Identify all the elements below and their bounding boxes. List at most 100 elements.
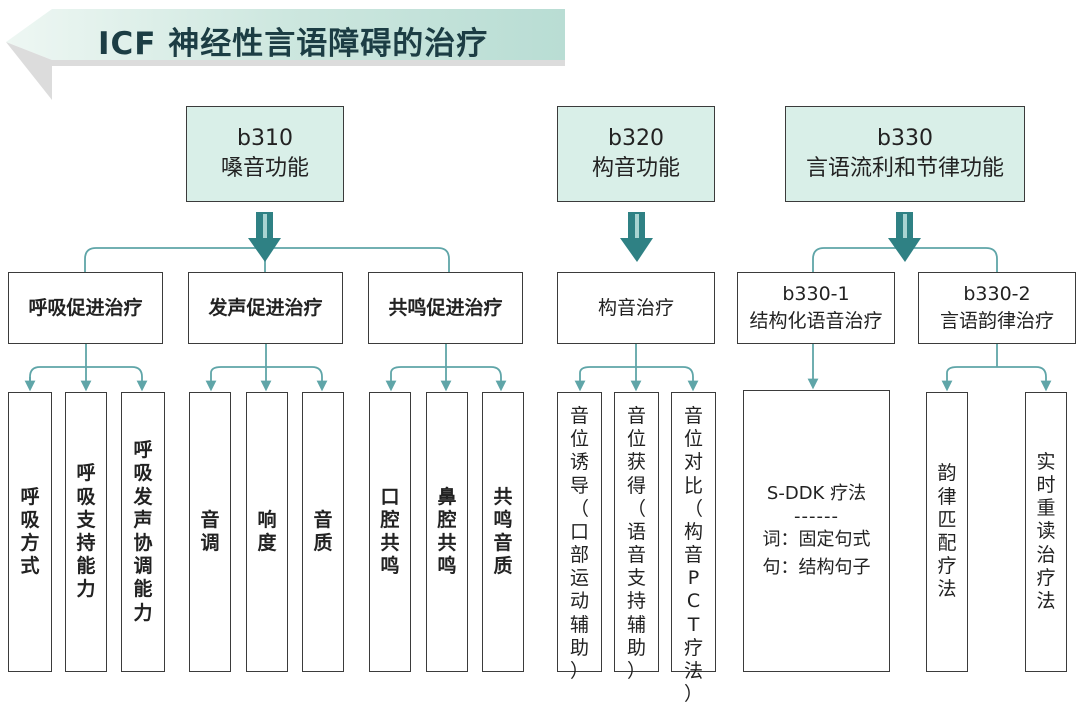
leaf-phoneme-induction: 音位诱导（口部运动辅助） — [557, 392, 602, 682]
leaf-label: 口腔共鸣 — [380, 486, 399, 579]
leaf-char: 声 — [133, 508, 153, 531]
node-b320-label: 构音功能 — [591, 156, 680, 181]
leaf-char: C — [686, 590, 701, 613]
leaf-char: 共 — [493, 485, 513, 508]
leaf-char: 腔 — [380, 508, 400, 531]
leaf-char: 鸣 — [493, 508, 513, 531]
leaf-char: 部 — [569, 544, 589, 567]
leaf-char: 得 — [626, 474, 646, 497]
leaf-char: 位 — [626, 428, 646, 451]
leaf-char: 鸣 — [437, 555, 457, 578]
leaf-char: 鼻 — [437, 485, 457, 508]
sddk-line1: 词：固定句式 — [762, 529, 871, 551]
leaf-label: 共鸣音质 — [493, 486, 512, 579]
leaf-char: 度 — [257, 532, 277, 554]
node-b310-label: 嗓音功能 — [220, 156, 309, 181]
leaf-label: 音位诱导（口部运动辅助） — [570, 405, 589, 683]
leaf-label: 呼吸支持能力 — [76, 462, 95, 601]
leaf-rhythm-matching: 韵律匹配疗法 — [926, 392, 968, 672]
leaf-char: 对 — [683, 451, 703, 474]
title-banner: ICF 神经性言语障碍的治疗 — [0, 0, 580, 105]
leaf-char: 辅 — [626, 613, 646, 636]
leaf-char: 支 — [76, 508, 96, 531]
leaf-char: 音 — [683, 544, 703, 567]
leaf-char: ） — [569, 659, 589, 682]
node-b330-2: b330-2 言语韵律治疗 — [918, 272, 1076, 344]
leaf-char: 音 — [493, 532, 513, 554]
leaf-char: 腔 — [437, 508, 457, 531]
node-b330-label: 言语流利和节律功能 — [805, 156, 1004, 181]
leaf-char: 响 — [257, 508, 277, 531]
leaf-char: 音 — [683, 405, 703, 427]
leaf-char: 语 — [626, 520, 646, 543]
leaf-char: 调 — [200, 532, 220, 554]
leaf-char: 持 — [626, 590, 646, 613]
leaf-char: 力 — [76, 578, 96, 601]
leaf-resonance-quality: 共鸣音质 — [482, 392, 524, 672]
leaf-char: 律 — [937, 485, 957, 508]
node-breathing-therapy: 呼吸促进治疗 — [8, 272, 163, 344]
leaf-char: 获 — [626, 451, 646, 474]
leaf-char: 疗 — [1036, 566, 1056, 589]
leaf-char: 运 — [569, 567, 589, 590]
sddk-title: S-DDK 疗法 — [766, 483, 867, 505]
down-arrow-b320 — [620, 212, 653, 262]
leaf-char: 共 — [380, 532, 400, 554]
leaf-char: 时 — [1036, 474, 1056, 497]
banner-shape — [6, 9, 565, 100]
node-phonation-therapy: 发声促进治疗 — [188, 272, 343, 344]
connector-lines — [24, 212, 1052, 392]
leaf-char: （ — [683, 497, 703, 520]
node-resonance-therapy: 共鸣促进治疗 — [368, 272, 523, 344]
node-b320-code: b320 — [608, 126, 664, 152]
sddk-line2: 句：结构句子 — [762, 556, 871, 578]
leaf-char: 重 — [1036, 497, 1056, 520]
leaf-char: 实 — [1036, 450, 1056, 473]
leaf-oral-resonance: 口腔共鸣 — [369, 392, 411, 672]
leaf-label: 实时重读治疗法 — [1036, 451, 1055, 613]
node-b330: b330 言语流利和节律功能 — [785, 106, 1025, 202]
leaf-char: 力 — [133, 601, 153, 624]
leaf-breath-phonation-coordination: 呼吸发声协调能力 — [121, 392, 165, 672]
leaf-breath-support: 呼吸支持能力 — [65, 392, 107, 672]
node-b330-1: b330-1 结构化语音治疗 — [737, 272, 895, 344]
leaf-char: 鸣 — [380, 555, 400, 578]
leaf-char: 能 — [76, 555, 96, 578]
leaf-char: 呼 — [133, 439, 153, 462]
down-arrow-b330 — [888, 212, 921, 262]
leaf-label: 音位获得（语音支持辅助） — [627, 405, 646, 683]
leaf-char: 法 — [937, 578, 957, 601]
leaf-nasal-resonance: 鼻腔共鸣 — [426, 392, 468, 672]
leaf-char: 动 — [569, 590, 589, 613]
leaf-char: 治 — [1036, 543, 1056, 566]
leaf-char: T — [687, 613, 700, 636]
leaf-char: 音 — [569, 405, 589, 427]
node-articulation-therapy: 构音治疗 — [557, 272, 715, 344]
leaf-char: 调 — [133, 555, 153, 578]
node-b320: b320 构音功能 — [557, 106, 715, 202]
leaf-char: 读 — [1036, 520, 1056, 543]
leaf-breathing-mode: 呼吸方式 — [8, 392, 52, 672]
leaf-label: 呼吸发声协调能力 — [133, 439, 152, 624]
leaf-voice-quality: 音质 — [302, 392, 344, 672]
leaf-char: 吸 — [133, 462, 153, 485]
leaf-char: 持 — [76, 532, 96, 554]
leaf-char: 疗 — [683, 636, 703, 659]
leaf-char: 匹 — [937, 508, 957, 531]
leaf-char: 导 — [569, 474, 589, 497]
leaf-char: 协 — [133, 532, 153, 554]
leaf-char: 位 — [569, 428, 589, 451]
leaf-char: 式 — [20, 555, 40, 578]
leaf-char: 吸 — [20, 508, 40, 531]
leaf-char: 诱 — [569, 451, 589, 474]
down-arrow-b310 — [248, 212, 281, 262]
leaf-char: 法 — [683, 659, 703, 682]
leaf-label: 鼻腔共鸣 — [437, 486, 456, 579]
leaf-char: 口 — [380, 485, 400, 508]
leaf-char: 法 — [1036, 589, 1056, 612]
leaf-char: 能 — [133, 578, 153, 601]
leaf-char: 助 — [569, 636, 589, 659]
leaf-char: 音 — [626, 544, 646, 567]
